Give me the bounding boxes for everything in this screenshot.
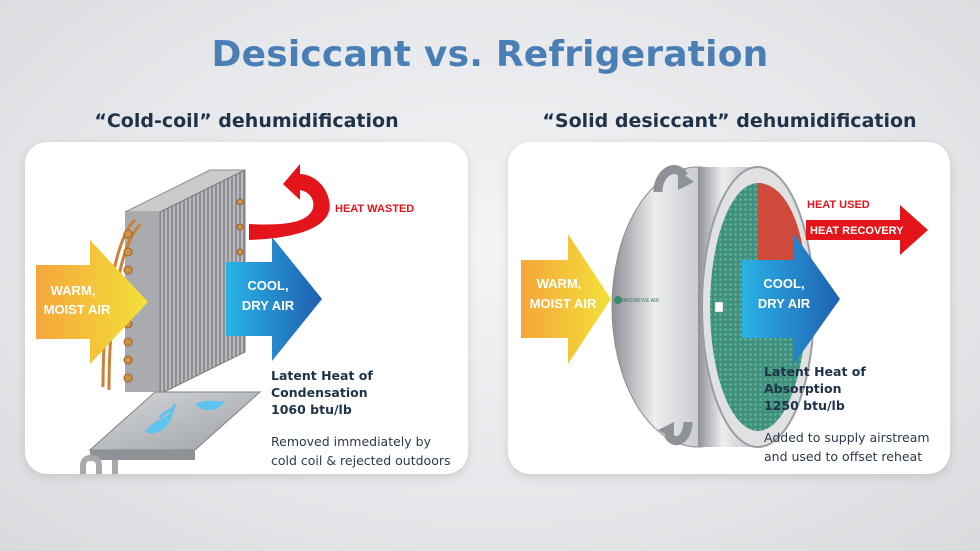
left-in-label-2: MOIST AIR (44, 302, 111, 317)
left-out-label-2: DRY AIR (242, 298, 295, 313)
heat-wasted-arrow (249, 164, 330, 240)
left-subtitle: “Cold-coil” dehumidification (94, 110, 399, 132)
left-desc-1: Removed immediately by (271, 434, 431, 449)
right-out-label-1: COOL, (763, 276, 804, 291)
cold-coil-panel: WARM, MOIST AIR COOL, DRY AIR HEAT WASTE… (25, 142, 468, 474)
heat-recovery-arrow (806, 205, 928, 255)
cool-dry-air-arrow (226, 237, 322, 361)
left-desc: Removed immediately by cold coil & rejec… (271, 432, 461, 470)
left-heat-heading-1: Latent Heat of Condensation (271, 368, 373, 400)
right-out-label-2: DRY AIR (758, 296, 811, 311)
wheel-logo-icon: INNOVATIVE AIR (620, 298, 659, 304)
warm-moist-air-arrow (521, 234, 611, 364)
solid-desiccant-diagram: INNOVATIVE AIR WARM, MOIST AIR COOL, DRY… (521, 165, 928, 448)
right-in-label-1: WARM, (537, 276, 582, 291)
drain-pan-icon (88, 391, 262, 460)
rotation-arrow-top-icon (653, 165, 694, 193)
right-heat-heading-2: 1250 btu/lb (764, 398, 845, 413)
drain-pipe-icon (80, 454, 118, 474)
right-in-label-2: MOIST AIR (530, 296, 597, 311)
right-info: Latent Heat of Absorption 1250 btu/lb Ad… (764, 363, 944, 466)
right-desc: Added to supply airstream and used to of… (764, 428, 944, 466)
cold-coil-diagram: WARM, MOIST AIR COOL, DRY AIR HEAT WASTE… (36, 164, 414, 474)
right-heat-heading-1: Latent Heat of Absorption (764, 364, 866, 396)
heat-used-label: HEAT USED (807, 199, 870, 211)
cool-dry-air-arrow (742, 234, 840, 364)
right-desc-1: Added to supply airstream (764, 430, 930, 445)
heat-wasted-label: HEAT WASTED (335, 203, 414, 215)
page-title: Desiccant vs. Refrigeration (211, 34, 769, 75)
right-subtitle: “Solid desiccant” dehumidification (542, 110, 917, 132)
solid-desiccant-panel: INNOVATIVE AIR WARM, MOIST AIR COOL, DRY… (508, 142, 950, 474)
rotation-arrow-bottom-icon (658, 421, 693, 446)
left-in-label-1: WARM, (51, 283, 96, 298)
left-desc-2: cold coil & rejected outdoors (271, 453, 451, 468)
heat-recovery-label: HEAT RECOVERY (810, 225, 904, 237)
warm-moist-air-arrow (36, 240, 148, 364)
left-heat-heading-2: 1060 btu/lb (271, 402, 352, 417)
right-desc-2: and used to offset reheat (764, 449, 923, 464)
left-out-label-1: COOL, (247, 278, 288, 293)
left-info: Latent Heat of Condensation 1060 btu/lb … (271, 367, 461, 470)
